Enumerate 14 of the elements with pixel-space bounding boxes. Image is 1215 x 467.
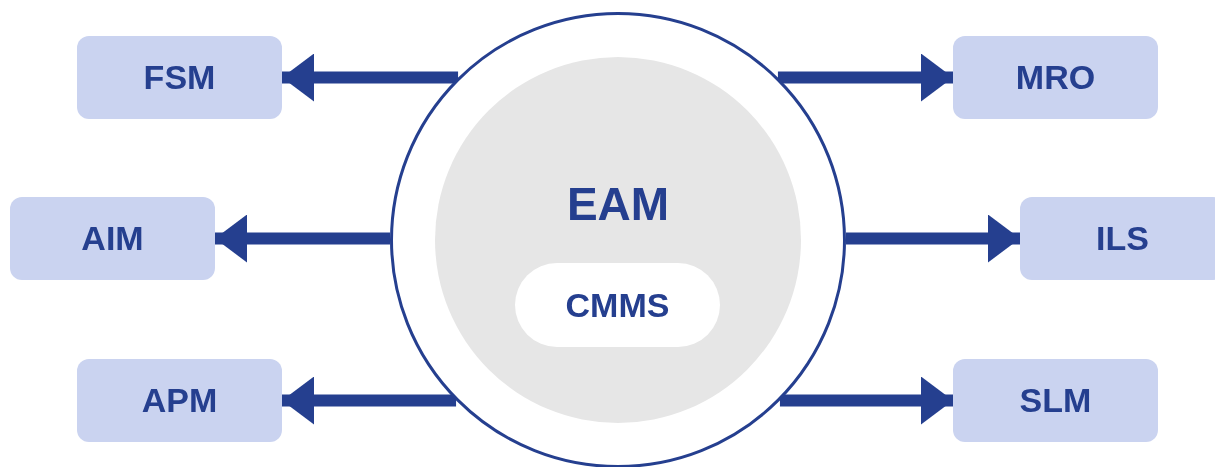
category-box: SLM [953,359,1158,442]
arrow [846,214,1020,263]
arrow [779,376,953,425]
category-box: MRO [953,36,1158,119]
arrow [282,53,459,102]
arrow [282,376,457,425]
core-label: EAM [565,177,671,231]
arrow [777,53,953,102]
category-box: AIM [10,197,215,280]
category-box: ILS [1020,197,1215,280]
category-box: APM [77,359,282,442]
category-box: FSM [77,36,282,119]
arrow [215,214,390,263]
module-pill: CMMS [515,263,720,347]
